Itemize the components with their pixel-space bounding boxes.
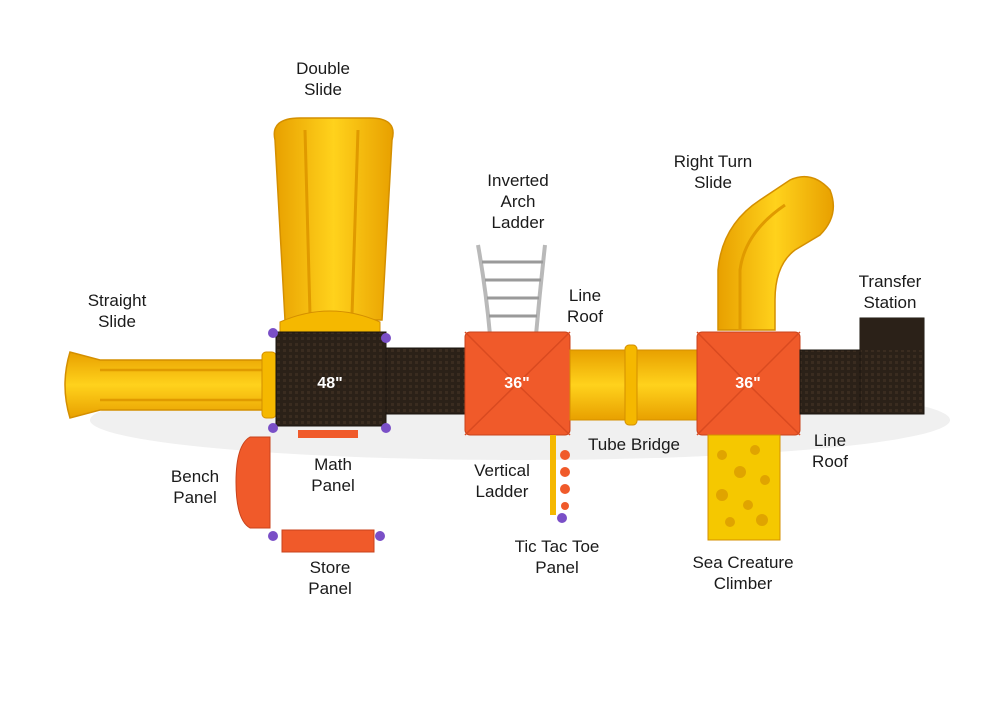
store-panel — [281, 529, 375, 553]
bench-panel — [235, 436, 271, 529]
inverted-arch-ladder — [476, 244, 547, 336]
deck-48 — [275, 331, 467, 427]
math-panel — [298, 430, 358, 438]
clamps — [268, 328, 567, 541]
right-turn-slide — [717, 175, 835, 331]
label-tube-bridge: Tube Bridge — [588, 435, 680, 454]
double-slide — [273, 117, 394, 336]
deck-36-left-label: 36" — [504, 375, 529, 392]
tube-bridge — [569, 344, 699, 426]
transfer-station — [799, 317, 925, 415]
deck-48-label: 48" — [317, 375, 342, 392]
deck-36-right-label: 36" — [735, 375, 760, 392]
sea-creature-climber — [707, 434, 781, 541]
vertical-ladder — [550, 435, 570, 515]
straight-slide — [64, 351, 277, 419]
roof-36-left — [464, 331, 571, 436]
